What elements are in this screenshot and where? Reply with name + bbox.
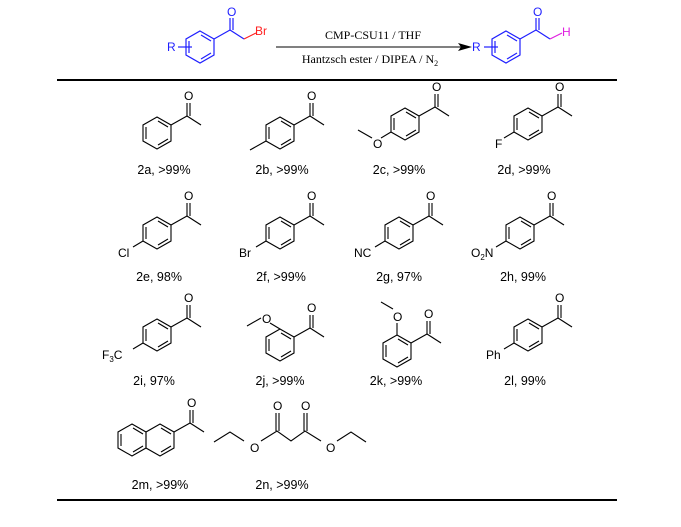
- svg-text:O: O: [307, 301, 316, 315]
- svg-text:O: O: [547, 189, 556, 203]
- svg-text:NC: NC: [354, 246, 372, 260]
- svg-text:O: O: [262, 312, 271, 326]
- compound-2k: O O: [380, 301, 442, 368]
- compound-2g: O NC: [354, 189, 444, 260]
- svg-text:O: O: [184, 89, 193, 103]
- label-2g: 2g, 97%: [376, 270, 422, 284]
- compound-2n: O O O O: [213, 399, 367, 455]
- label-2a: 2a, >99%: [137, 163, 190, 177]
- svg-text:O: O: [273, 399, 282, 413]
- svg-text:O2N: O2N: [471, 246, 493, 262]
- svg-text:F: F: [495, 137, 502, 151]
- compound-2f: O Br: [239, 189, 325, 260]
- reaction-arrow: CMP-CSU11 / THF Hantzsch ester / DIPEA /…: [276, 28, 472, 68]
- product-structure: O H R: [472, 5, 571, 64]
- bottom-rule: [57, 499, 617, 501]
- label-2i: 2i, 97%: [133, 374, 175, 388]
- compound-2h: O O2N: [471, 189, 565, 262]
- svg-text:O: O: [555, 80, 564, 94]
- svg-text:O: O: [426, 189, 435, 203]
- top-rule: [57, 79, 617, 81]
- svg-text:O: O: [432, 80, 441, 94]
- compound-2e: O Cl: [118, 189, 202, 260]
- product-hydrogen-atom: H: [562, 25, 571, 39]
- reactant-r-group: R: [167, 40, 176, 54]
- compound-2d: O F: [495, 80, 573, 151]
- label-2c: 2c, >99%: [373, 163, 425, 177]
- compound-2l: O Ph: [486, 291, 573, 362]
- reactant-oxygen-atom: O: [227, 5, 236, 19]
- compound-2j: O O: [246, 301, 325, 362]
- product-r-group: R: [472, 40, 481, 54]
- svg-text:O: O: [307, 89, 316, 103]
- svg-text:O: O: [250, 441, 259, 455]
- svg-text:O: O: [307, 189, 316, 203]
- svg-text:Br: Br: [239, 246, 251, 260]
- svg-text:F3C: F3C: [102, 348, 123, 364]
- svg-text:O: O: [326, 441, 335, 455]
- label-2h: 2h, 99%: [500, 270, 546, 284]
- svg-text:O: O: [301, 399, 310, 413]
- label-2n: 2n, >99%: [255, 478, 308, 492]
- reactant-bromine-atom: Br: [255, 24, 267, 38]
- label-2k: 2k, >99%: [370, 374, 422, 388]
- reactant-structure: O Br R: [167, 5, 267, 64]
- conditions-below: Hantzsch ester / DIPEA / N2: [302, 52, 438, 68]
- svg-text:O: O: [393, 310, 402, 324]
- compound-2b: O: [249, 89, 325, 151]
- compound-2a: O: [142, 89, 202, 150]
- compound-2i: O F3C: [102, 291, 202, 364]
- svg-text:O: O: [555, 291, 564, 305]
- label-2f: 2f, >99%: [256, 270, 306, 284]
- compound-2c: O O: [357, 80, 450, 151]
- svg-text:O: O: [424, 307, 433, 321]
- svg-text:O: O: [184, 291, 193, 305]
- svg-text:O: O: [187, 396, 196, 410]
- svg-text:Ph: Ph: [486, 348, 501, 362]
- product-oxygen-atom: O: [533, 5, 542, 19]
- label-2e: 2e, 98%: [136, 270, 182, 284]
- label-2l: 2l, 99%: [504, 374, 546, 388]
- label-2m: 2m, >99%: [132, 478, 189, 492]
- compound-2m: O: [117, 396, 205, 457]
- svg-text:O: O: [184, 189, 193, 203]
- svg-text:O: O: [373, 137, 382, 151]
- label-2b: 2b, >99%: [255, 163, 308, 177]
- conditions-above: CMP-CSU11 / THF: [325, 28, 421, 42]
- svg-text:Cl: Cl: [118, 246, 129, 260]
- label-2d: 2d, >99%: [497, 163, 550, 177]
- label-2j: 2j, >99%: [256, 374, 305, 388]
